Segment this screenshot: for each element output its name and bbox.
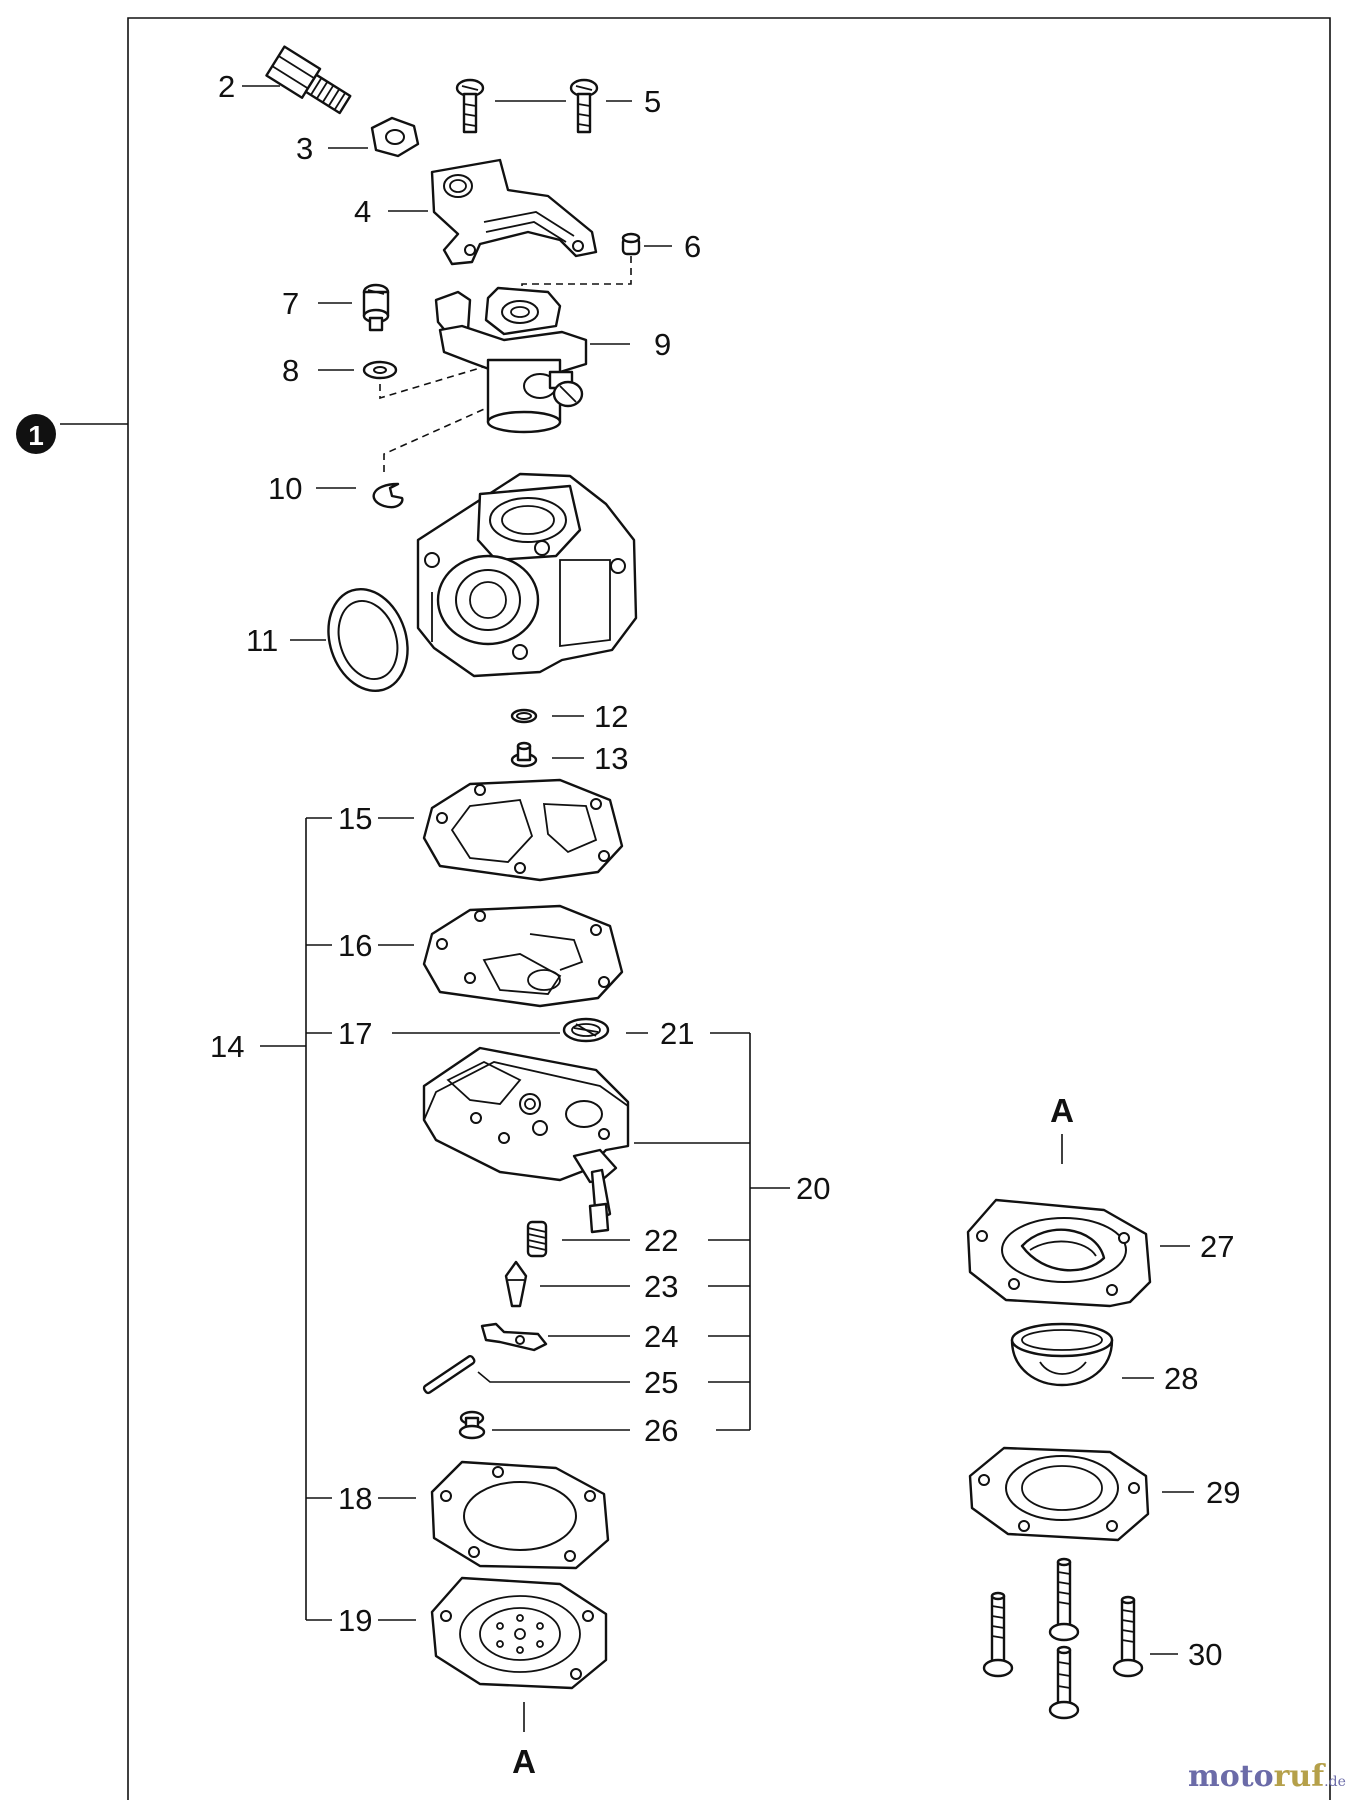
part-21-filter-screen[interactable]: 21 (562, 1016, 694, 1051)
watermark-logo: motoruf.de (1188, 1759, 1346, 1794)
callout-21-label: 21 (660, 1016, 694, 1051)
callout-1[interactable]: 1 (16, 414, 128, 454)
part-4-throttle-lever[interactable]: 4 (354, 158, 598, 266)
callout-22-label: 22 (644, 1223, 678, 1258)
part-13-check-valve[interactable]: 13 (510, 741, 628, 776)
callout-20-label: 20 (796, 1171, 830, 1206)
view-marker-a-bottom-label: A (512, 1743, 536, 1780)
part-23-needle[interactable]: 23 (504, 1260, 678, 1308)
part-25-pin[interactable]: 25 (422, 1354, 679, 1400)
part-26-screw[interactable]: 26 (458, 1410, 678, 1448)
view-marker-a-right: A (1050, 1092, 1074, 1164)
part-9-washer[interactable]: 8 (282, 353, 398, 388)
callout-7-label: 9 (654, 327, 671, 362)
part-3-nut[interactable]: 3 (296, 116, 420, 166)
pump-body[interactable] (422, 1046, 630, 1234)
svg-text:motoruf.de: motoruf.de (1188, 1759, 1346, 1794)
part-22-spring[interactable]: 22 (526, 1220, 678, 1258)
callout-17-label: 17 (338, 1016, 372, 1051)
callout-15-label: 15 (338, 801, 372, 836)
part-19-diaphragm[interactable]: 19 (338, 1576, 608, 1690)
callout-26-label: 26 (644, 1413, 678, 1448)
callout-16-label: 16 (338, 928, 372, 963)
part-10-e-clip[interactable]: 10 (268, 471, 404, 509)
part-17-gasket[interactable]: 17 (338, 1016, 560, 1051)
part-7-throttle-shaft[interactable]: 9 (434, 286, 671, 434)
callout-10-label: 10 (268, 471, 302, 506)
callout-14-bracket[interactable]: 14 (210, 817, 332, 1621)
part-12-o-ring[interactable]: 12 (510, 699, 628, 734)
callout-19-label: 19 (338, 1603, 372, 1638)
callout-6-label: 6 (684, 229, 701, 264)
part-6-plug[interactable]: 6 (621, 229, 701, 264)
watermark-part1: moto (1188, 1759, 1274, 1794)
callout-5-label: 5 (644, 84, 661, 119)
part-18-gasket[interactable]: 18 (338, 1460, 610, 1570)
part-30-screws[interactable]: 30 (982, 1557, 1222, 1720)
frame-border (127, 17, 1331, 1800)
watermark-suffix: .de (1324, 1774, 1346, 1790)
part-16-diaphragm[interactable]: 16 (338, 904, 624, 1008)
carburetor-body[interactable] (416, 472, 638, 678)
callout-27-label: 27 (1200, 1229, 1234, 1264)
part-15-gasket[interactable]: 15 (338, 778, 624, 882)
part-8-pin[interactable]: 7 (282, 283, 390, 332)
callout-25-label: 25 (644, 1365, 678, 1400)
callout-4-label: 4 (354, 194, 371, 229)
callout-24-label: 24 (644, 1319, 678, 1354)
part-11-gasket[interactable]: 11 (246, 579, 420, 701)
view-marker-a-bottom: A (512, 1702, 536, 1780)
callout-13-label: 13 (594, 741, 628, 776)
watermark-part2: ruf (1274, 1759, 1327, 1794)
part-27-cover[interactable]: 27 (966, 1198, 1234, 1308)
part-2-adjust-screw[interactable]: 2 (218, 45, 354, 119)
callout-2-label: 2 (218, 69, 235, 104)
assembly-number: 1 (28, 420, 44, 451)
callout-11-label: 11 (246, 623, 278, 658)
callout-20-bracket[interactable]: 20 (634, 1032, 830, 1431)
callout-23-label: 23 (644, 1269, 678, 1304)
callout-18-label: 18 (338, 1481, 372, 1516)
callout-30-label: 30 (1188, 1637, 1222, 1672)
callout-9-label: 8 (282, 353, 299, 388)
callout-8-label: 7 (282, 286, 299, 321)
view-marker-a-right-label: A (1050, 1092, 1074, 1129)
callout-12-label: 12 (594, 699, 628, 734)
callout-3-label: 3 (296, 131, 313, 166)
part-29-retainer[interactable]: 29 (968, 1446, 1240, 1542)
callout-29-label: 29 (1206, 1475, 1240, 1510)
part-28-primer-bulb[interactable]: 28 (1010, 1322, 1198, 1396)
part-24-lever[interactable]: 24 (480, 1319, 678, 1354)
callout-14-label: 14 (210, 1029, 244, 1064)
part-5-screws[interactable]: 5 (455, 78, 661, 134)
assembly-badge (16, 414, 56, 454)
callout-28-label: 28 (1164, 1361, 1198, 1396)
